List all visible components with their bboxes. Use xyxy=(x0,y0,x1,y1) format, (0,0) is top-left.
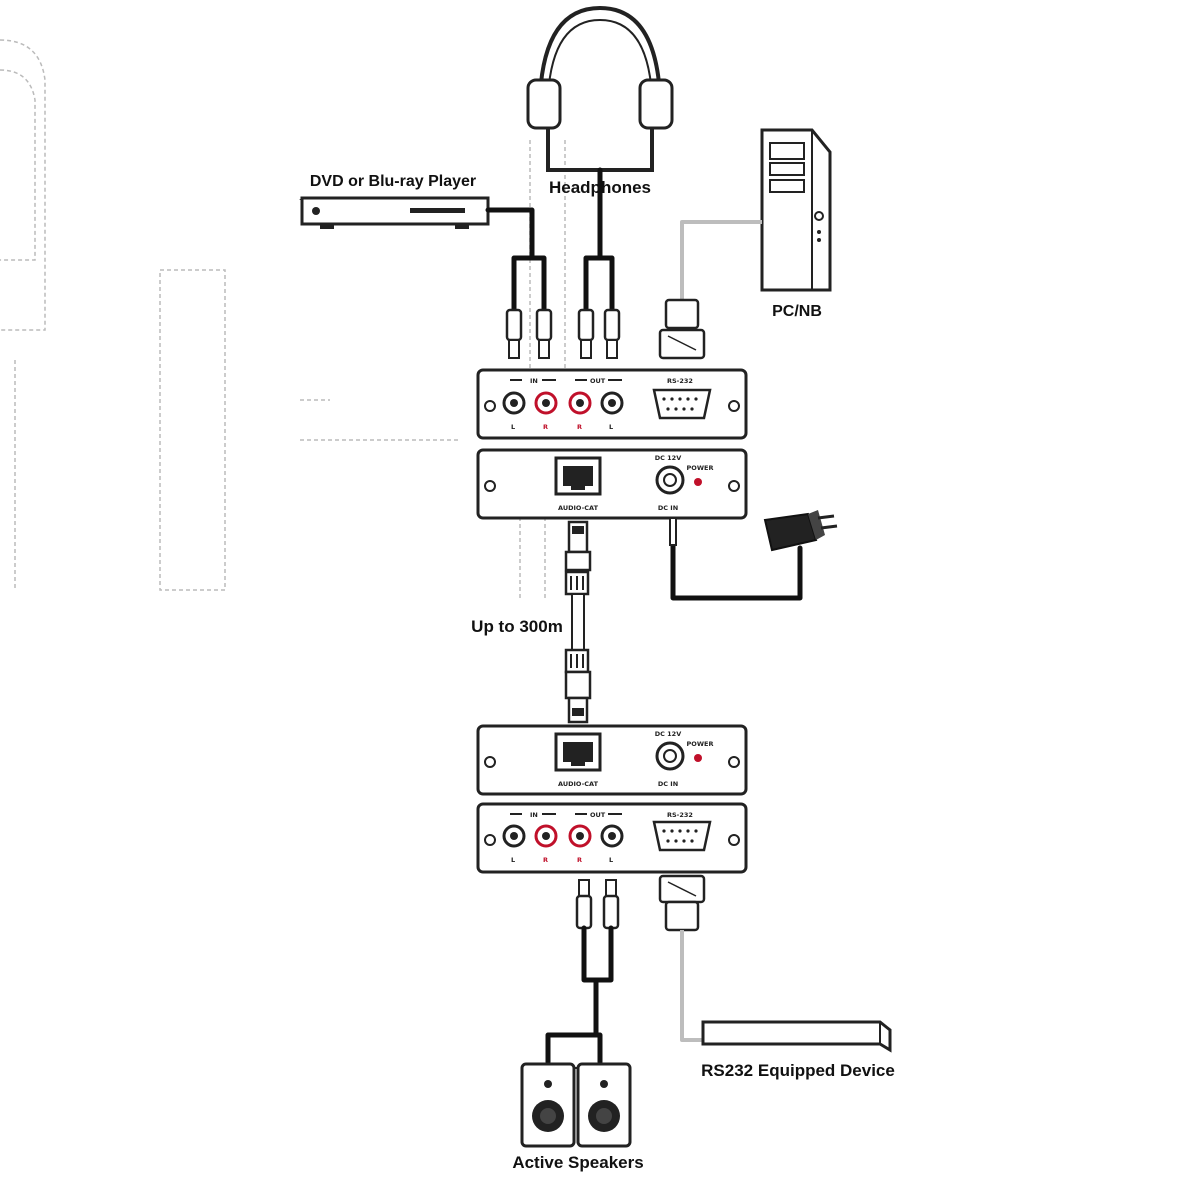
rs232-device-icon xyxy=(701,1020,892,1053)
speaker-cable-left xyxy=(581,925,599,983)
speaker-cable-right xyxy=(593,925,614,983)
headphones-icon xyxy=(526,5,674,172)
power-led-icon xyxy=(694,754,702,762)
rca-plug xyxy=(505,308,621,359)
pc-tower-icon xyxy=(760,128,832,292)
speaker-icon xyxy=(520,1062,580,1148)
jack-label: L xyxy=(511,423,515,431)
dvd-player-label: DVD or Blu-ray Player xyxy=(310,173,476,190)
dc-label: DC 12V xyxy=(655,454,682,462)
transmitter-unit: IN OUT RS-232 L R R L AUDIO-CAT DC 12V P… xyxy=(476,368,748,520)
rs232-label: RS-232 xyxy=(667,811,693,819)
db9-plug xyxy=(658,874,706,932)
dvd-audio-cable-left xyxy=(511,255,535,321)
dvd-audio-cable xyxy=(485,207,535,261)
rca-plug xyxy=(575,879,620,930)
speaker-cable xyxy=(545,977,599,1065)
distance-label: Up to 300m xyxy=(471,617,563,636)
headphone-cable-right xyxy=(597,255,615,321)
dvd-player-icon xyxy=(299,196,491,229)
speakers-label: Active Speakers xyxy=(512,1153,643,1172)
power-label: POWER xyxy=(687,740,714,748)
jack-label: R xyxy=(543,423,548,431)
power-label: POWER xyxy=(687,464,714,472)
jack-label: L xyxy=(511,856,515,864)
pc-label: PC/NB xyxy=(772,303,822,320)
jack-label: L xyxy=(609,423,613,431)
out-label: OUT xyxy=(590,377,606,385)
dc-plug-icon xyxy=(669,517,677,546)
rs232-device-label: RS232 Equipped Device xyxy=(701,1061,895,1080)
jack-label: L xyxy=(609,856,613,864)
dvd-audio-cable-right xyxy=(529,255,547,321)
rs232-device-cable xyxy=(680,930,705,1042)
out-label: OUT xyxy=(590,811,606,819)
rs232-label: RS-232 xyxy=(667,377,693,385)
audio-cat-label: AUDIO-CAT xyxy=(558,504,599,512)
speaker-icon xyxy=(576,1062,632,1148)
jack-label: R xyxy=(543,856,548,864)
dc-label: DC 12V xyxy=(655,730,682,738)
power-led-icon xyxy=(694,478,702,486)
dc-sub-label: DC IN xyxy=(658,504,678,512)
power-adapter-icon xyxy=(763,510,838,552)
jack-label: R xyxy=(577,423,582,431)
jack-label: R xyxy=(577,856,582,864)
in-label: IN xyxy=(530,811,538,819)
speaker-cable xyxy=(593,1032,603,1065)
receiver-unit: AUDIO-CAT DC 12V POWER DC IN IN OUT RS-2… xyxy=(476,724,748,874)
pc-rs232-cable xyxy=(680,220,762,302)
db9-plug xyxy=(658,298,706,360)
headphone-cable-left xyxy=(583,255,603,321)
in-label: IN xyxy=(530,377,538,385)
cat-cable xyxy=(564,520,592,724)
dc-sub-label: DC IN xyxy=(658,780,678,788)
audio-cat-label: AUDIO-CAT xyxy=(558,780,599,788)
power-cable xyxy=(670,539,803,601)
